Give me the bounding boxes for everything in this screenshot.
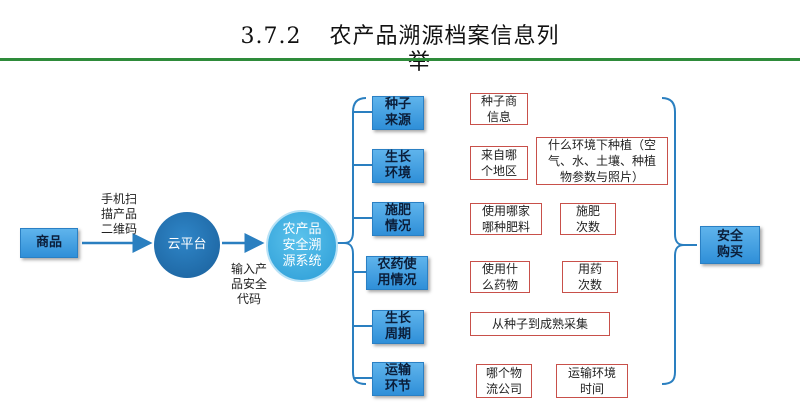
input-code-label: 输入产 品安全 代码: [230, 262, 267, 306]
cloud-platform-node: 云平台: [154, 212, 220, 278]
detail-fertilizer-brand: 使用哪家 哪种肥料: [470, 203, 542, 235]
title-wrap: 举: [408, 50, 431, 75]
detail-seed-to-harvest: 从种子到成熟采集: [470, 312, 610, 336]
category-growth-cycle: 生长 周期: [372, 310, 424, 344]
detail-pesticide-type: 使用什 么药物: [470, 261, 530, 293]
detail-origin-region: 来自哪 个地区: [470, 146, 528, 180]
goods-node: 商品: [20, 228, 78, 258]
scan-qr-label: 手机扫 描产品 二维码: [100, 192, 137, 236]
detail-pesticide-count: 用药 次数: [562, 261, 618, 293]
traceability-system-node: 农产品 安全溯 源系统: [266, 210, 338, 282]
category-growth-environment: 生长 环境: [372, 149, 424, 183]
category-seed-source: 种子 来源: [372, 96, 424, 130]
safe-purchase-node: 安全 购买: [700, 226, 760, 264]
left-bracket: [343, 97, 367, 385]
title-number: 3.7.2: [240, 24, 302, 49]
detail-logistics-company: 哪个物 流公司: [476, 364, 532, 398]
page-title: 3.7.2 农产品溯源档案信息列: [0, 18, 800, 50]
category-fertilization: 施肥 情况: [372, 202, 424, 236]
detail-seed-supplier: 种子商 信息: [470, 93, 528, 125]
title-rule: [0, 58, 800, 61]
category-pesticide-use: 农药使 用情况: [366, 256, 428, 290]
title-text: 农产品溯源档案信息列: [329, 24, 560, 49]
category-transport: 运输 环节: [372, 362, 424, 396]
detail-transport-conditions: 运输环境 时间: [556, 364, 628, 398]
detail-planting-environment: 什么环境下种植（空 气、水、土壤、种植 物参数与照片）: [536, 137, 668, 185]
detail-fertilization-count: 施肥 次数: [560, 203, 616, 235]
